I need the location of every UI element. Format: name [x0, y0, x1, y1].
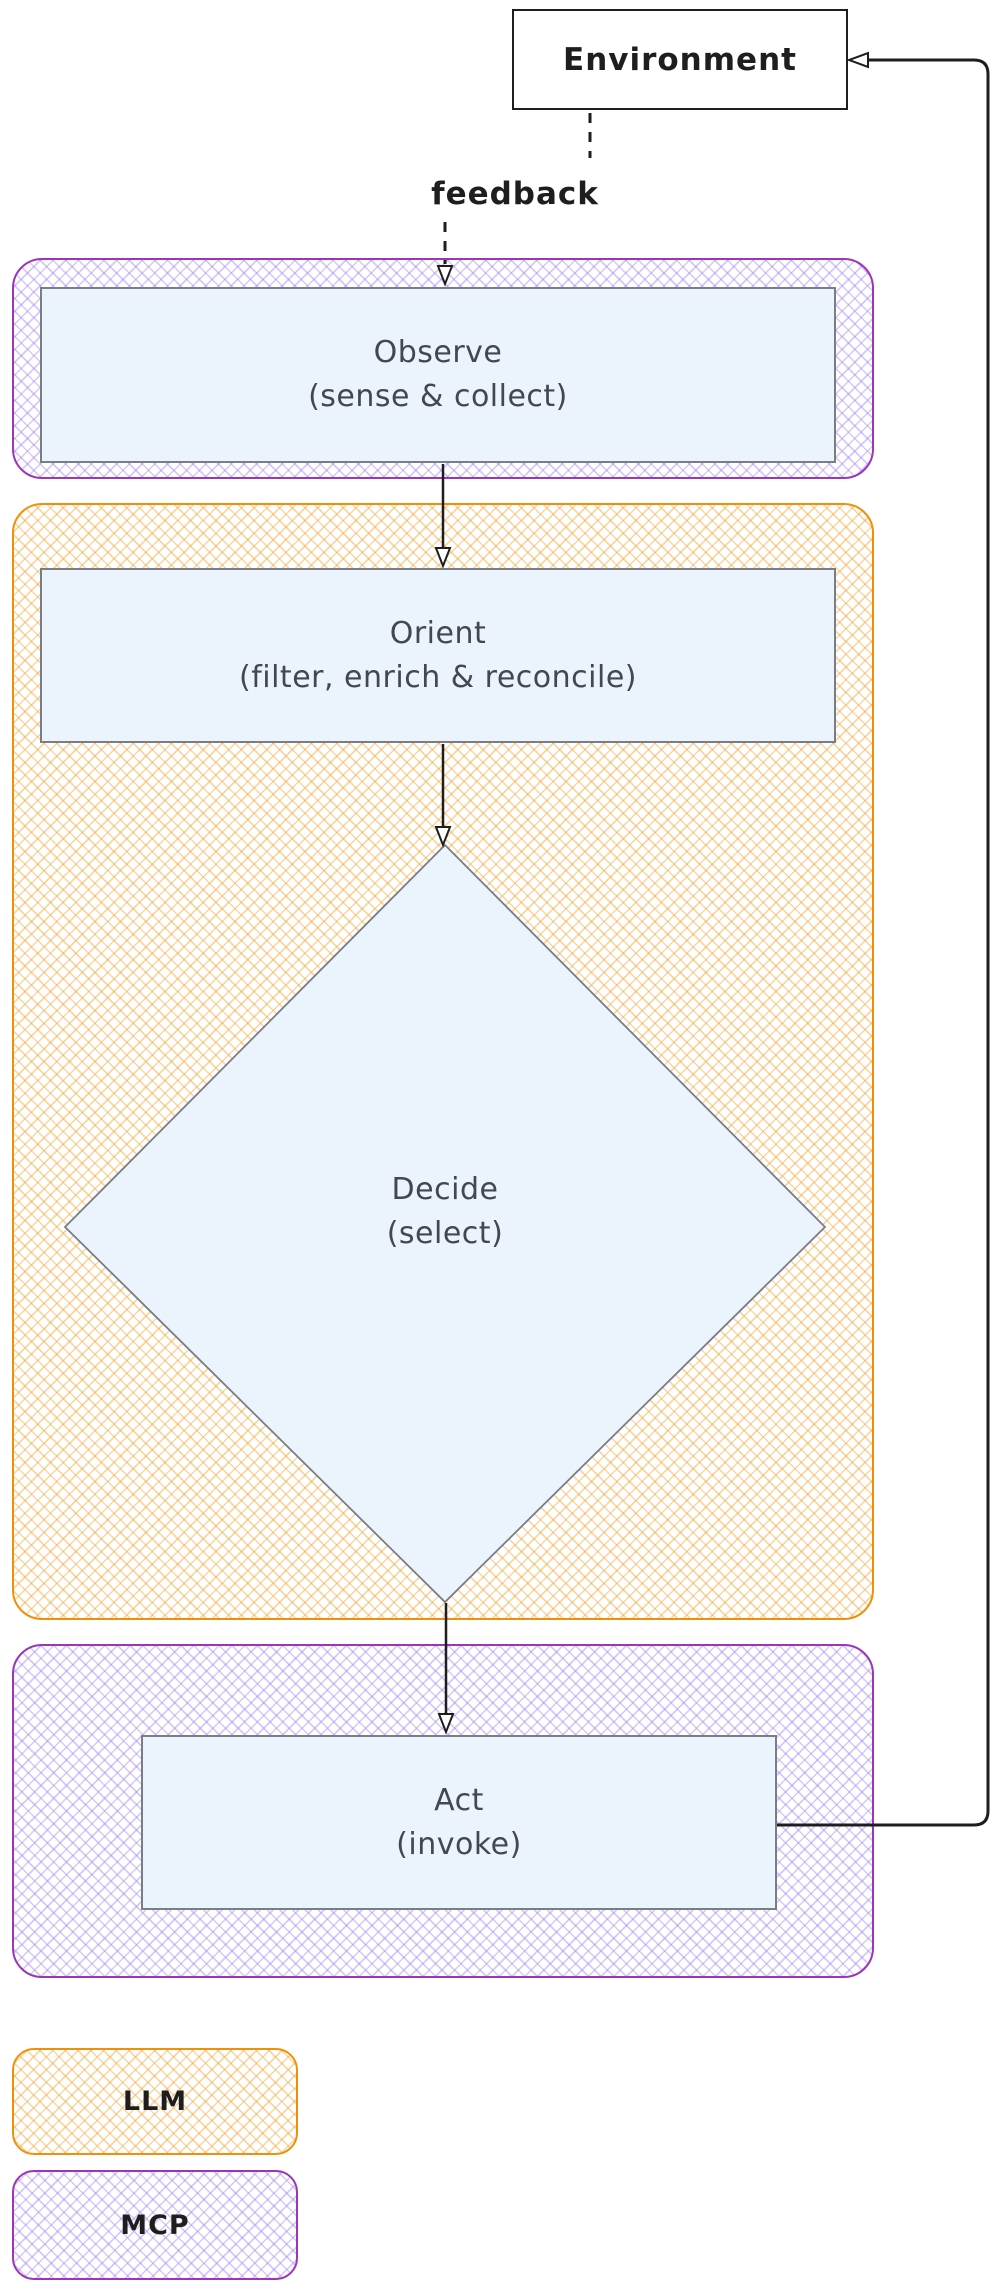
legend-item-llm: LLM — [12, 2048, 298, 2155]
decide-title: Decide — [391, 1172, 499, 1207]
environment-node: Environment — [512, 9, 848, 110]
legend-llm-label: LLM — [122, 2086, 188, 2117]
orient-title: Orient — [389, 615, 487, 651]
legend-mcp-label: MCP — [120, 2209, 190, 2241]
feedback-label: feedback — [431, 176, 599, 212]
act-node: Act (invoke) — [141, 1735, 777, 1910]
observe-title: Observe — [373, 335, 503, 370]
observe-subtitle: (sense & collect) — [308, 379, 568, 414]
observe-node: Observe (sense & collect) — [40, 287, 836, 463]
act-to-environment-arrowhead-icon — [846, 51, 869, 69]
environment-label: Environment — [563, 41, 797, 78]
orient-subtitle: (filter, enrich & reconcile) — [239, 659, 637, 695]
legend-item-mcp: MCP — [12, 2170, 298, 2280]
decide-node-label: Decide (select) — [387, 1168, 504, 1256]
act-title: Act — [434, 1782, 484, 1818]
orient-node: Orient (filter, enrich & reconcile) — [40, 568, 836, 743]
act-subtitle: (invoke) — [396, 1826, 522, 1862]
decide-subtitle: (select) — [386, 1216, 504, 1251]
